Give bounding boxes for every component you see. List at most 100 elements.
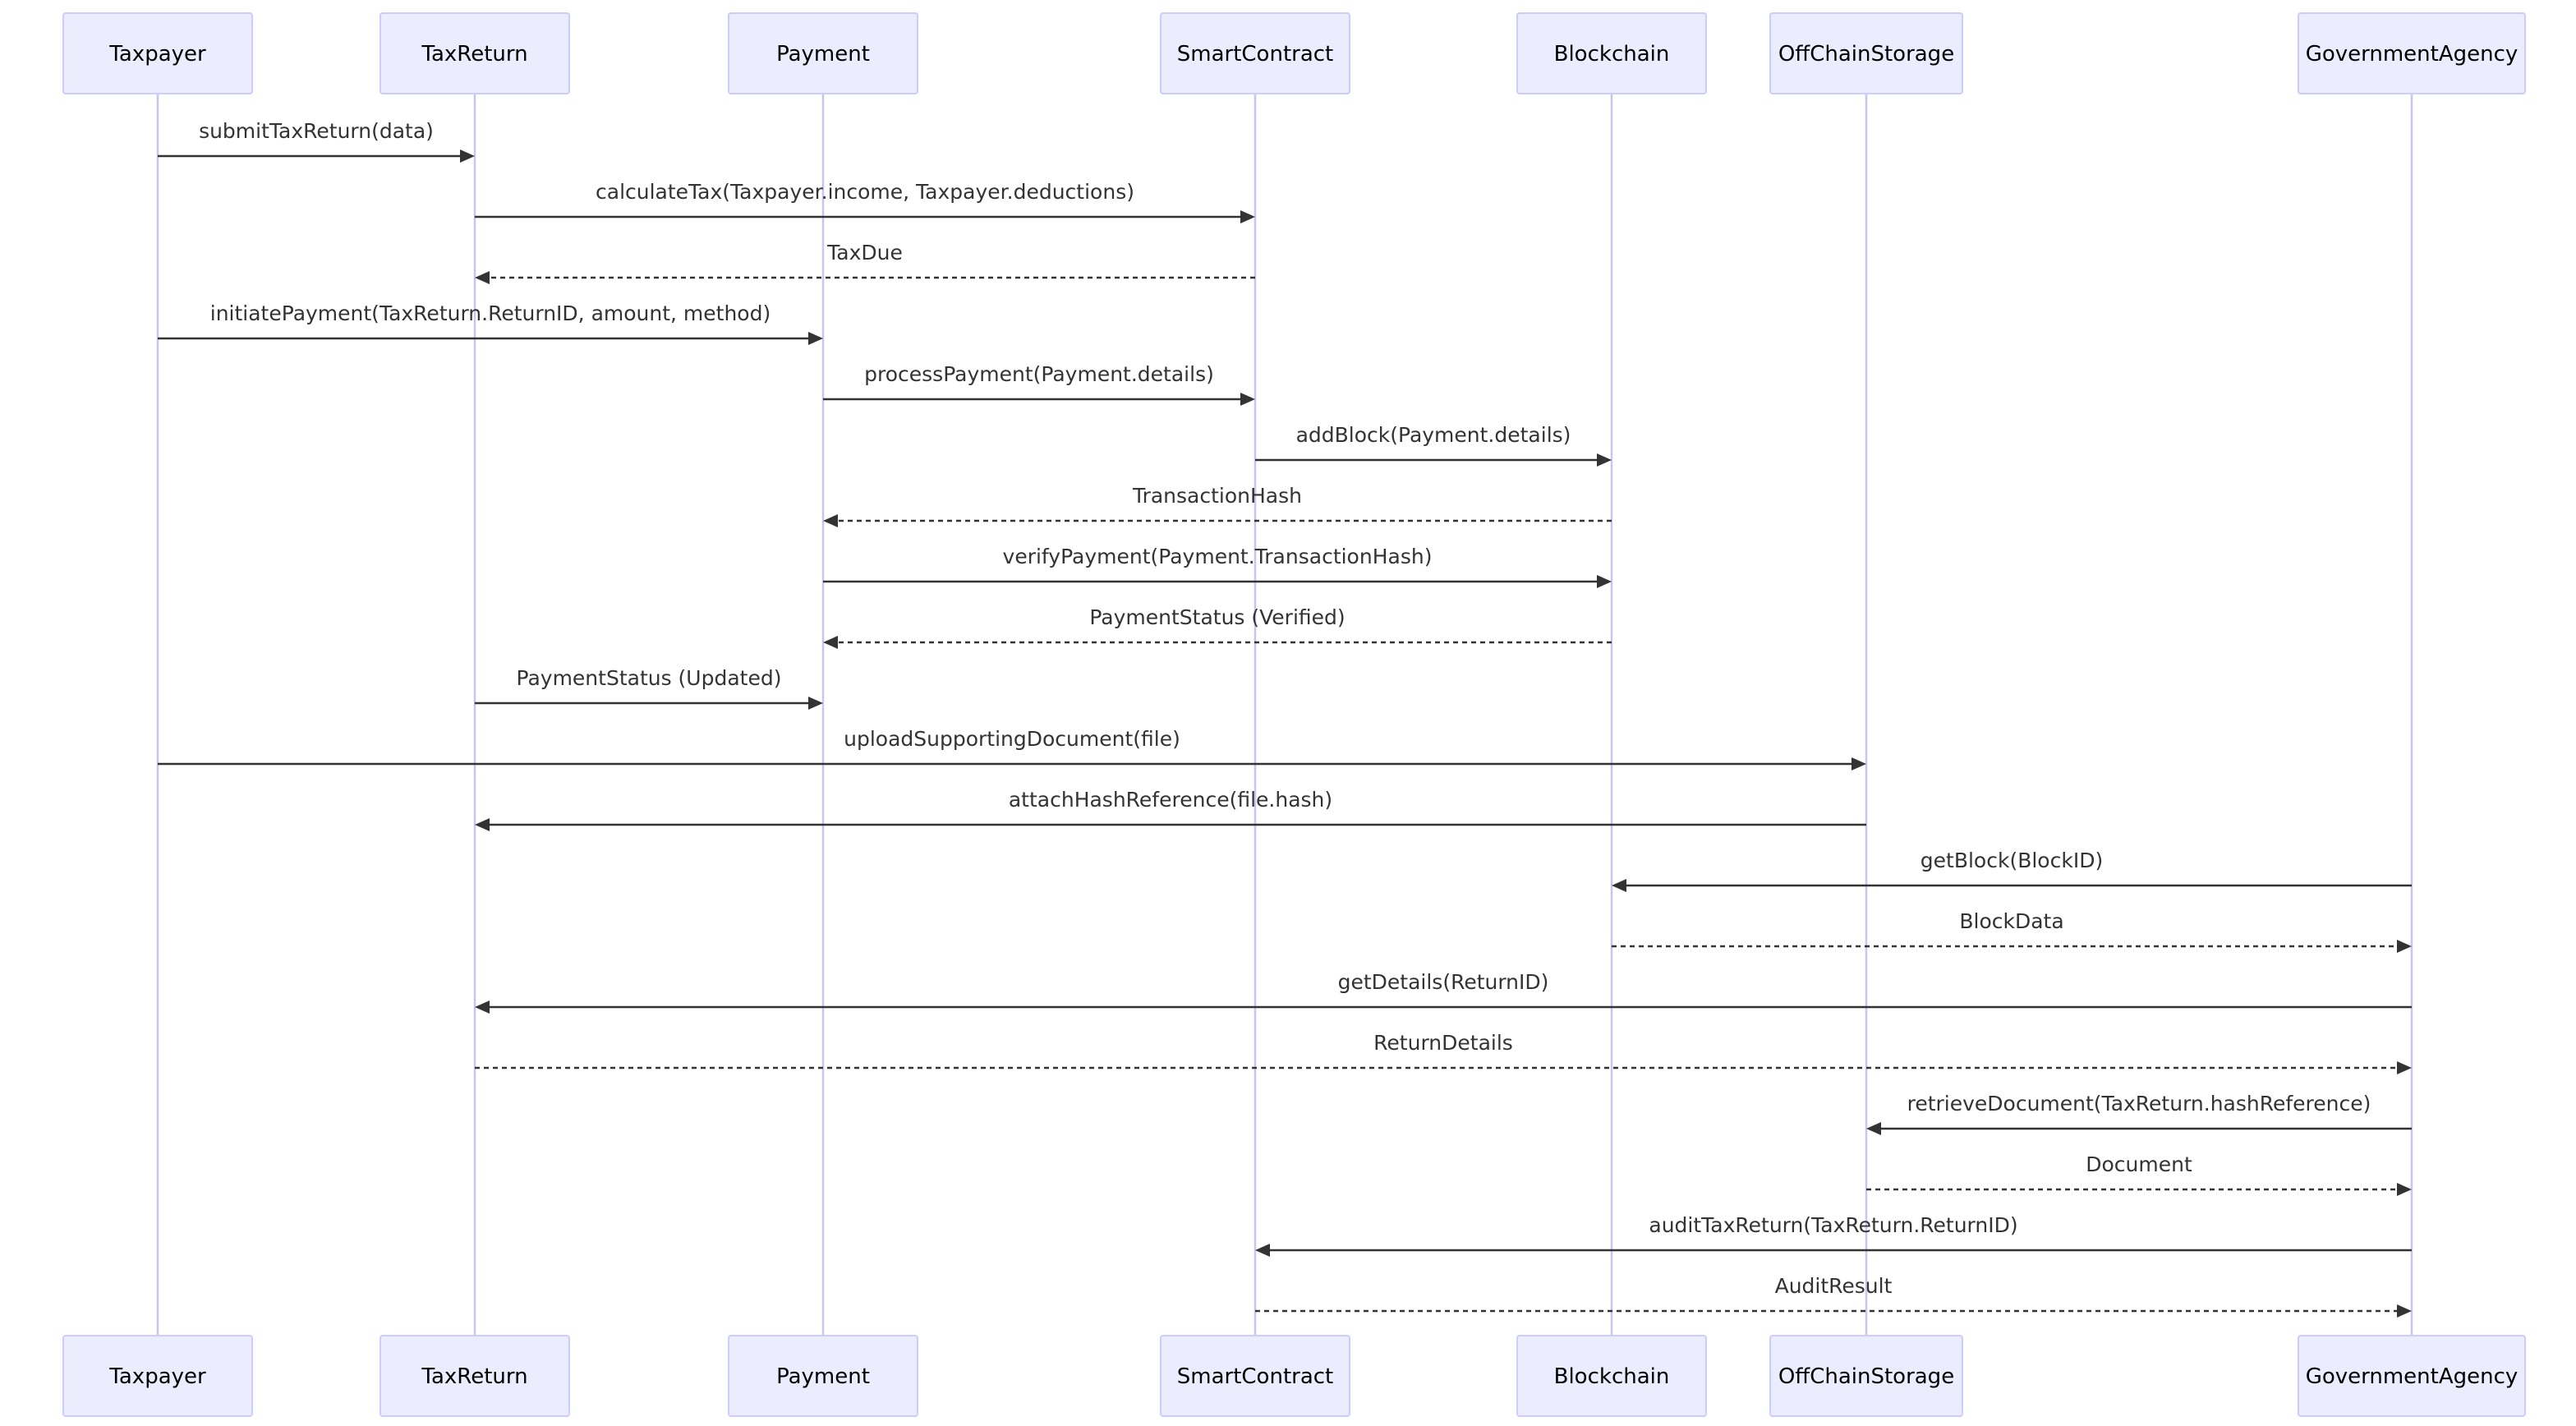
actor-box bbox=[1516, 1335, 1707, 1417]
message-6: addBlock(Payment.details) bbox=[1255, 423, 1612, 467]
actor-top-payment: Payment bbox=[728, 12, 918, 94]
actor-box bbox=[2298, 1335, 2526, 1417]
message-label: TransactionHash bbox=[1132, 484, 1302, 508]
message-label: auditTaxReturn(TaxReturn.ReturnID) bbox=[1649, 1213, 2017, 1237]
arrowhead-icon bbox=[1597, 453, 1612, 467]
actor-box bbox=[380, 12, 570, 94]
actor-label: SmartContract bbox=[1177, 42, 1334, 67]
actor-box bbox=[1160, 1335, 1350, 1417]
actor-box bbox=[728, 12, 918, 94]
actors-top: Taxpayer TaxReturn Payment SmartContract Blo… bbox=[62, 12, 2526, 94]
arrowhead-icon bbox=[1255, 1244, 1270, 1257]
actor-label: GovernmentAgency bbox=[2306, 42, 2518, 67]
message-label: getDetails(ReturnID) bbox=[1338, 970, 1549, 994]
message-label: verifyPayment(Payment.TransactionHash) bbox=[1003, 545, 1433, 568]
message-18: Document bbox=[1866, 1152, 2412, 1196]
message-label: ReturnDetails bbox=[1373, 1031, 1513, 1055]
message-2: calculateTax(Taxpayer.income, Taxpayer.d… bbox=[475, 180, 1255, 223]
arrowhead-icon bbox=[2397, 1304, 2412, 1318]
message-12: attachHashReference(file.hash) bbox=[475, 788, 1866, 831]
arrowhead-icon bbox=[460, 150, 475, 163]
arrowhead-icon bbox=[2397, 1061, 2412, 1074]
message-label: PaymentStatus (Verified) bbox=[1089, 605, 1345, 629]
actor-box bbox=[2298, 12, 2526, 94]
message-10: PaymentStatus (Updated) bbox=[475, 666, 823, 710]
message-14: BlockData bbox=[1612, 909, 2412, 953]
message-label: uploadSupportingDocument(file) bbox=[844, 727, 1180, 751]
messages: submitTaxReturn(data) calculateTax(Taxpay… bbox=[158, 119, 2412, 1318]
message-label: attachHashReference(file.hash) bbox=[1009, 788, 1332, 812]
arrowhead-icon bbox=[1852, 757, 1866, 770]
actor-label: Blockchain bbox=[1554, 1364, 1670, 1389]
message-label: PaymentStatus (Updated) bbox=[517, 666, 782, 690]
actor-label: GovernmentAgency bbox=[2306, 1364, 2518, 1389]
actor-top-taxreturn: TaxReturn bbox=[380, 12, 570, 94]
actor-bottom-offchainstorage: OffChainStorage bbox=[1769, 1335, 1963, 1417]
arrowhead-icon bbox=[823, 514, 838, 527]
actor-bottom-blockchain: Blockchain bbox=[1516, 1335, 1707, 1417]
arrowhead-icon bbox=[1866, 1122, 1881, 1135]
message-label: Document bbox=[2086, 1152, 2192, 1176]
arrowhead-icon bbox=[823, 636, 838, 649]
message-label: addBlock(Payment.details) bbox=[1296, 423, 1571, 447]
actor-label: Taxpayer bbox=[108, 42, 206, 67]
message-label: initiatePayment(TaxReturn.ReturnID, amou… bbox=[210, 301, 770, 325]
actor-label: TaxReturn bbox=[421, 1364, 527, 1389]
actor-label: Blockchain bbox=[1554, 42, 1670, 67]
message-15: getDetails(ReturnID) bbox=[475, 970, 2412, 1014]
message-13: getBlock(BlockID) bbox=[1612, 849, 2412, 892]
actor-bottom-taxreturn: TaxReturn bbox=[380, 1335, 570, 1417]
arrowhead-icon bbox=[475, 271, 490, 284]
actor-box bbox=[380, 1335, 570, 1417]
arrowhead-icon bbox=[2397, 1183, 2412, 1196]
actor-bottom-taxpayer: Taxpayer bbox=[62, 1335, 253, 1417]
message-20: AuditResult bbox=[1255, 1274, 2412, 1318]
actor-label: Payment bbox=[776, 1364, 870, 1389]
arrowhead-icon bbox=[1240, 210, 1255, 223]
actor-label: SmartContract bbox=[1177, 1364, 1334, 1389]
actor-top-governmentagency: GovernmentAgency bbox=[2298, 12, 2526, 94]
lifelines bbox=[156, 94, 2413, 1336]
message-5: processPayment(Payment.details) bbox=[823, 362, 1255, 406]
actor-label: OffChainStorage bbox=[1778, 1364, 1954, 1389]
actor-box bbox=[62, 12, 253, 94]
actor-box bbox=[728, 1335, 918, 1417]
message-1: submitTaxReturn(data) bbox=[158, 119, 475, 163]
actor-top-blockchain: Blockchain bbox=[1516, 12, 1707, 94]
message-label: calculateTax(Taxpayer.income, Taxpayer.d… bbox=[596, 180, 1134, 204]
arrowhead-icon bbox=[2397, 940, 2412, 953]
message-3: TaxDue bbox=[475, 241, 1255, 284]
actor-label: TaxReturn bbox=[421, 42, 527, 67]
actor-top-offchainstorage: OffChainStorage bbox=[1769, 12, 1963, 94]
message-8: verifyPayment(Payment.TransactionHash) bbox=[823, 545, 1612, 588]
actor-bottom-governmentagency: GovernmentAgency bbox=[2298, 1335, 2526, 1417]
message-label: processPayment(Payment.details) bbox=[864, 362, 1214, 386]
arrowhead-icon bbox=[1240, 393, 1255, 406]
message-label: AuditResult bbox=[1775, 1274, 1893, 1298]
message-label: submitTaxReturn(data) bbox=[199, 119, 434, 143]
message-11: uploadSupportingDocument(file) bbox=[158, 727, 1866, 770]
message-17: retrieveDocument(TaxReturn.hashReference… bbox=[1866, 1092, 2412, 1135]
actor-label: Payment bbox=[776, 42, 870, 67]
message-4: initiatePayment(TaxReturn.ReturnID, amou… bbox=[158, 301, 823, 345]
actor-box bbox=[1769, 1335, 1963, 1417]
actor-label: Taxpayer bbox=[108, 1364, 206, 1389]
actor-top-taxpayer: Taxpayer bbox=[62, 12, 253, 94]
arrowhead-icon bbox=[475, 818, 490, 831]
message-label: BlockData bbox=[1959, 909, 2063, 933]
actors-bottom: Taxpayer TaxReturn Payment SmartContract Blo… bbox=[62, 1335, 2526, 1417]
actor-label: OffChainStorage bbox=[1778, 42, 1954, 67]
actor-bottom-smartcontract: SmartContract bbox=[1160, 1335, 1350, 1417]
message-label: TaxDue bbox=[826, 241, 903, 264]
arrowhead-icon bbox=[1612, 879, 1626, 892]
actor-box bbox=[1160, 12, 1350, 94]
actor-box bbox=[1516, 12, 1707, 94]
message-19: auditTaxReturn(TaxReturn.ReturnID) bbox=[1255, 1213, 2412, 1257]
message-9: PaymentStatus (Verified) bbox=[823, 605, 1612, 649]
message-label: retrieveDocument(TaxReturn.hashReference… bbox=[1907, 1092, 2371, 1116]
actor-box bbox=[1769, 12, 1963, 94]
arrowhead-icon bbox=[808, 697, 823, 710]
message-7: TransactionHash bbox=[823, 484, 1612, 527]
message-16: ReturnDetails bbox=[475, 1031, 2412, 1074]
actor-top-smartcontract: SmartContract bbox=[1160, 12, 1350, 94]
